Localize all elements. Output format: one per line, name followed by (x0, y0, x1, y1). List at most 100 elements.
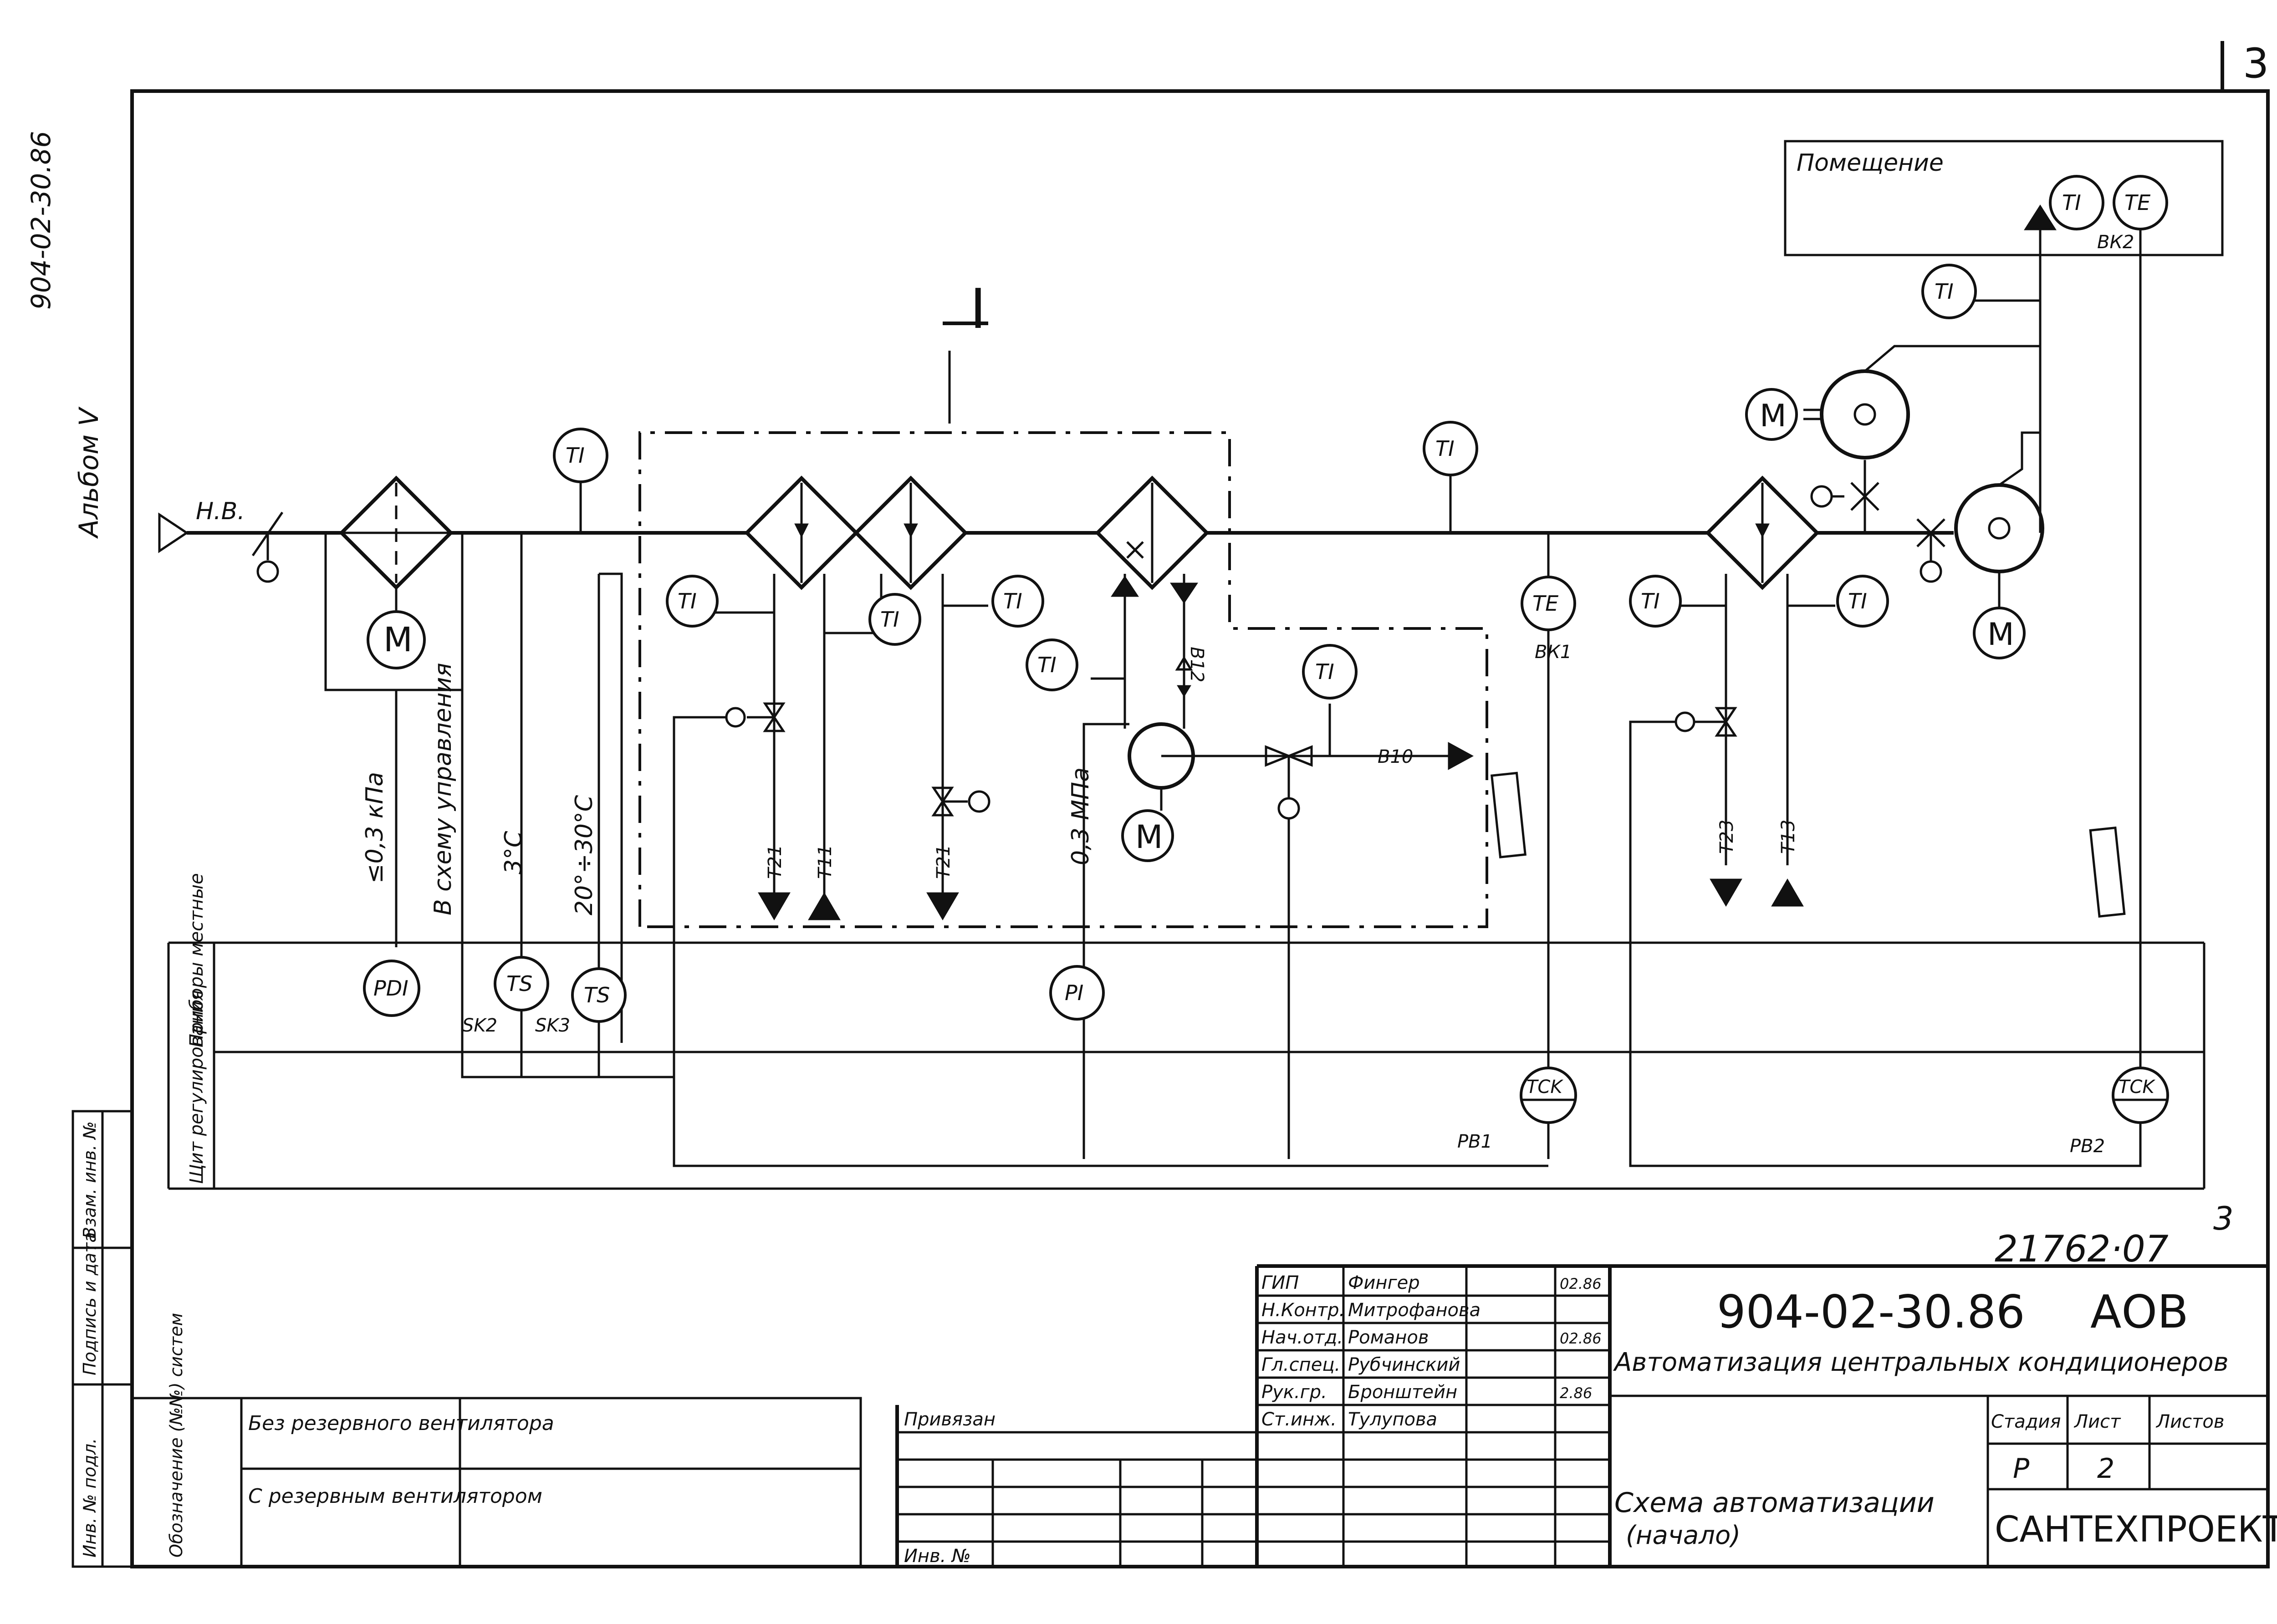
line-b10: В10 (1378, 746, 1413, 767)
ti-room: TI (2049, 175, 2104, 230)
pressure-03: 0,3 МПа (1067, 767, 1094, 865)
te-room: TE (2113, 175, 2168, 230)
svg-text:TI: TI (1848, 589, 1867, 613)
main-air-duct (158, 512, 1954, 553)
stage-header: Стадия (1991, 1411, 2061, 1432)
svg-text:02.86: 02.86 (1560, 1275, 1602, 1292)
svg-text:02.86: 02.86 (1560, 1330, 1602, 1347)
svg-text:TI: TI (678, 589, 697, 613)
svg-text:PI: PI (1065, 981, 1083, 1005)
svg-text:TI: TI (1003, 589, 1022, 613)
side-cell-2: Подпись и дата (80, 1232, 100, 1375)
contact-sk3: SK3 (535, 1015, 570, 1036)
inv-label: Инв. № (904, 1546, 971, 1567)
tck-pv2: TCK (2112, 1067, 2169, 1124)
svg-text:TI: TI (1037, 653, 1057, 677)
left-stamp-column (71, 1110, 133, 1568)
sheet-code: АОВ (2090, 1285, 2189, 1338)
contact-pv1: РВ1 (1457, 1131, 1492, 1152)
side-code: 904-02-30.86 (26, 131, 56, 310)
svg-text:2.86: 2.86 (1560, 1384, 1592, 1402)
contact-pv2: РВ2 (2070, 1136, 2105, 1157)
intake-damper (251, 511, 284, 583)
contact-vk1: ВК1 (1535, 642, 1572, 663)
ti-cooler-return: TI (1026, 638, 1078, 691)
fan-2-damper (1916, 518, 1945, 583)
bound-label: Привязан (904, 1409, 996, 1430)
cooler-coil-piping (1082, 574, 1474, 1159)
tck-pv1: TCK (1520, 1067, 1577, 1124)
page-number: 3 (2243, 40, 2269, 87)
corner-mark: 3 (2213, 1200, 2234, 1237)
line-b12: В12 (1186, 647, 1207, 682)
pdi-instrument: PDI (363, 960, 420, 1017)
project-title: Автоматизация центральных кондиционеров (1613, 1348, 2229, 1377)
svg-text:Н.Контр.: Н.Контр. (1261, 1300, 1345, 1321)
ti-heater-2-a: TI (1629, 575, 1682, 628)
contact-sk2: SK2 (462, 1015, 497, 1036)
legend-row2: С резервным вентилятором (248, 1485, 542, 1508)
ti-bypass: TI (1302, 644, 1358, 700)
svg-text:М: М (1135, 818, 1163, 856)
line-t21a: Т21 (765, 845, 786, 879)
drawing-frame (130, 89, 2270, 1568)
svg-text:TI: TI (2062, 190, 2081, 215)
hysteresis: 3°C (500, 831, 527, 874)
archive-number: 21762·07 (1995, 1228, 2169, 1270)
svg-text:TE: TE (1532, 591, 1558, 616)
signatory-row: Гл.спец. Рубчинский (1261, 1354, 1460, 1375)
line-t21b: Т21 (933, 845, 954, 879)
ti-coil-1: TI (666, 575, 719, 628)
cooler-coil (1095, 475, 1210, 590)
stage-value: Р (2013, 1453, 2030, 1485)
svg-text:Рубчинский: Рубчинский (1348, 1354, 1460, 1375)
room-label: Помещение (1797, 149, 1944, 177)
side-cell-3: Взам. инв. № (80, 1121, 100, 1239)
svg-text:TI: TI (1435, 436, 1455, 461)
svg-text:Митрофанова: Митрофанова (1348, 1300, 1481, 1321)
local-panel-box-2 (2089, 826, 2126, 918)
ti-coil-2-a: TI (868, 593, 921, 646)
row-panel: Щит регулирования (186, 990, 207, 1184)
ti-coil-2-b: TI (991, 575, 1044, 628)
side-album: Альбом V (73, 406, 104, 539)
pressure-limit: ≤0,3 кПа (361, 772, 388, 883)
ti-supply: TI (1921, 264, 2040, 319)
svg-text:Тулупова: Тулупова (1348, 1409, 1437, 1430)
signatory-row: Н.Контр. Митрофанова (1261, 1300, 1481, 1321)
row-local: Приборы местные (186, 873, 207, 1047)
sheet-value: 2 (2097, 1453, 2114, 1485)
supply-fan-1 (1803, 301, 2042, 533)
te-vk1: TE (1521, 533, 1576, 631)
signatory-row: Ст.инж. Тулупова (1261, 1409, 1437, 1430)
fan-2-motor: М (1973, 607, 2026, 659)
temp-range: 20°÷30°C (571, 795, 598, 915)
supply-arrow (2024, 204, 2057, 230)
svg-text:TCK: TCK (1527, 1077, 1563, 1098)
cooler-pump-motor: М (1121, 809, 1174, 862)
line-t13: Т13 (1778, 820, 1799, 854)
svg-text:Романов: Романов (1348, 1327, 1429, 1348)
svg-text:TI: TI (1935, 279, 1954, 304)
instrument-rows (167, 941, 2206, 1190)
svg-text:TS: TS (506, 971, 532, 996)
title-block (895, 1264, 2268, 1567)
ti-after-cooler: TI (1423, 421, 1478, 533)
supply-fan-2 (1954, 431, 2044, 610)
svg-text:Гл.спец.: Гл.спец. (1261, 1354, 1340, 1375)
svg-text:TCK: TCK (2119, 1077, 2155, 1098)
heater-coil-1-piping (673, 574, 841, 1111)
svg-text:Фингер: Фингер (1348, 1272, 1420, 1293)
svg-text:Бронштейн: Бронштейн (1348, 1382, 1457, 1403)
scheme-title: Схема автоматизации (1614, 1487, 1935, 1519)
svg-text:TI: TI (1315, 659, 1334, 684)
ti-heater-2-b: TI (1836, 575, 1889, 628)
heater-coil-1 (744, 475, 859, 590)
svg-text:TI: TI (880, 607, 899, 632)
doc-code: 904-02-30.86 (1717, 1285, 2025, 1338)
air-filter (324, 475, 464, 691)
signatory-row: ГИП Фингер 02.86 (1261, 1272, 1602, 1293)
svg-text:М: М (1760, 398, 1787, 434)
ts-instrument-2: TS (571, 967, 627, 1077)
svg-text:PDI: PDI (373, 976, 408, 1001)
